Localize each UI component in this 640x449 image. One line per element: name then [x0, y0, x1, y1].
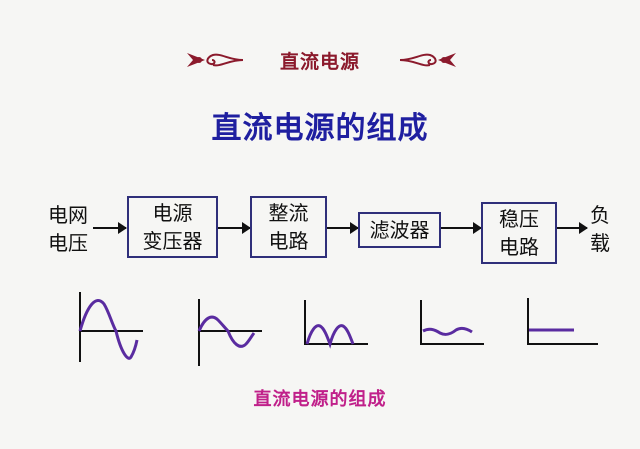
- waveform-filtered: [420, 300, 484, 345]
- block-rectifier: 整流 电路: [250, 196, 327, 258]
- arrow-filter-to-regulator: [441, 222, 482, 234]
- arrow-transformer-to-rectifier: [218, 222, 251, 234]
- waveform-regulated: [527, 298, 598, 345]
- waveform-rectified: [304, 300, 368, 349]
- main-title: 直流电源的组成: [211, 111, 429, 146]
- block-filter: 滤波器: [358, 212, 441, 248]
- header-title: 直流电源: [279, 51, 360, 73]
- arrow-rectifier-to-filter: [327, 222, 359, 234]
- arrow-regulator-to-load: [557, 222, 588, 234]
- block-transformer: 电源 变压器: [127, 196, 218, 258]
- waveform-input-voltage: [78, 292, 143, 362]
- block-regulator: 稳压 电路: [481, 202, 557, 264]
- figure-caption: 直流电源的组成: [253, 389, 387, 410]
- output-label: 负 载: [590, 203, 610, 255]
- right-ornament-icon: [399, 53, 456, 67]
- left-ornament-icon: [187, 53, 244, 67]
- input-label: 电网 电压: [48, 203, 88, 255]
- arrow-input-to-transformer: [93, 222, 127, 234]
- waveform-transformer-output: [197, 299, 262, 366]
